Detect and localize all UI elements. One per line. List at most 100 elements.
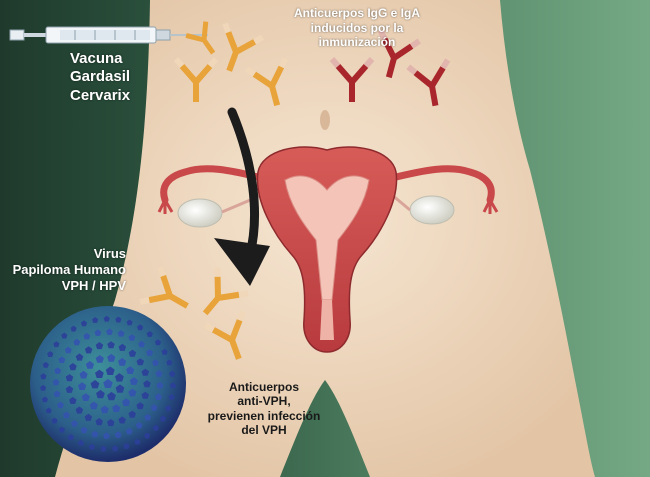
virus-capsomere: [129, 377, 138, 385]
virus-capsomere: [161, 348, 168, 355]
virus-capsomere: [128, 334, 136, 341]
virus-capsomere: [64, 346, 72, 354]
virus-capsomere: [47, 351, 54, 357]
left-fimbriae: [157, 199, 174, 214]
virus-capsomere: [65, 374, 74, 382]
virus-capsomere: [144, 414, 152, 421]
virus-capsomere: [112, 404, 121, 413]
virus-capsomere: [96, 389, 105, 399]
virus-capsomere: [94, 329, 102, 336]
virus-capsomere: [114, 431, 122, 438]
virus-capsomere: [40, 373, 47, 380]
virus-capsomere: [125, 427, 133, 435]
virus-capsomere: [53, 341, 60, 348]
virus-capsomere: [58, 356, 66, 363]
virus-capsomere: [100, 405, 109, 414]
label-virus-hpv: Virus Papiloma Humano VPH / HPV: [12, 246, 126, 293]
virus-capsomere: [115, 384, 125, 393]
virus-capsomere: [51, 417, 58, 424]
virus-capsomere: [154, 393, 162, 400]
virus-capsomere: [107, 353, 116, 362]
left-ovary: [177, 198, 223, 228]
virus-capsomere: [103, 379, 113, 388]
virus-capsomere: [71, 420, 78, 427]
virus-capsomere: [95, 369, 104, 378]
virus-capsomere: [155, 370, 163, 377]
virus-capsomere: [128, 410, 136, 418]
virus-capsomere: [128, 388, 137, 397]
virus-capsomere: [136, 358, 145, 366]
virus-capsomere: [80, 426, 88, 434]
virus-capsomere: [54, 367, 62, 374]
virus-capsomere: [57, 401, 64, 409]
virus-capsomere: [143, 380, 151, 388]
virus-capsomere: [95, 355, 104, 363]
virus-capsomere: [123, 443, 130, 449]
virus-capsomere: [141, 391, 149, 399]
virus-capsomere: [135, 422, 143, 429]
virus-capsomere: [169, 382, 177, 389]
virus-capsomere: [84, 346, 93, 354]
virus-capsomere: [83, 332, 91, 340]
virus-capsomere: [166, 359, 173, 366]
virus-capsomere: [95, 342, 104, 350]
virus-capsomere: [107, 419, 115, 427]
virus-capsomere: [126, 319, 133, 326]
virus-capsomere: [152, 359, 159, 366]
virus-capsomere: [154, 339, 162, 346]
virus-capsomere: [106, 328, 113, 335]
virus-capsomere: [75, 353, 84, 361]
virus-capsomere: [118, 416, 126, 424]
virus-capsomere: [159, 415, 166, 422]
virus-capsomere: [45, 407, 52, 414]
virus-capsomere: [89, 401, 98, 410]
virus-capsomere: [115, 316, 122, 323]
virus-capsomere: [91, 430, 99, 438]
virus-capsomere: [78, 382, 87, 390]
virus-capsomere: [136, 402, 144, 410]
virus-capsomere: [61, 332, 68, 339]
virus-capsomere: [88, 443, 95, 450]
right-fallopian-tube: [388, 165, 495, 204]
virus-capsomere: [77, 439, 84, 446]
virus-capsomere: [52, 378, 60, 386]
virus-capsomere: [118, 343, 127, 351]
virus-capsomere: [70, 325, 77, 332]
hpv-virus-particle: [30, 306, 186, 462]
label-vaccine: Vacuna Gardasil Cervarix: [70, 50, 131, 104]
syringe-icon: [9, 26, 208, 44]
antibody-group-iga-orange: [173, 21, 289, 107]
virus-capsomere: [80, 320, 88, 327]
virus-capsomere: [117, 330, 125, 337]
virus-capsomere: [105, 366, 115, 375]
right-ovary: [409, 195, 455, 225]
right-fimbriae: [482, 199, 499, 214]
virus-capsomere: [128, 349, 137, 357]
virus-capsomere: [73, 338, 81, 346]
virus-capsomere: [95, 418, 103, 426]
virus-capsomere: [165, 405, 172, 411]
virus-capsomere: [69, 396, 77, 404]
virus-capsomere: [58, 426, 65, 433]
virus-capsomere: [53, 390, 61, 397]
virus-capsomere: [81, 393, 90, 401]
virus-capsomere: [146, 331, 153, 337]
virus-capsomere: [126, 366, 135, 374]
virus-capsomere: [115, 373, 124, 382]
virus-capsomere: [169, 370, 176, 377]
virus-capsomere: [42, 361, 49, 368]
navel: [320, 110, 330, 130]
cervical-canal: [320, 300, 334, 340]
left-fallopian-tube: [160, 165, 266, 204]
virus-capsomere: [100, 445, 107, 452]
virus-capsomere: [146, 349, 153, 356]
uterine-cavity: [284, 175, 370, 301]
virus-capsomere: [138, 340, 145, 348]
virus-capsomere: [156, 381, 164, 389]
virus-capsomere: [107, 341, 115, 349]
virus-capsomere: [112, 445, 119, 452]
virus-capsomere: [40, 384, 47, 391]
virus-capsomere: [137, 324, 144, 331]
virus-capsomere: [122, 398, 131, 407]
virus-capsomere: [90, 380, 100, 389]
